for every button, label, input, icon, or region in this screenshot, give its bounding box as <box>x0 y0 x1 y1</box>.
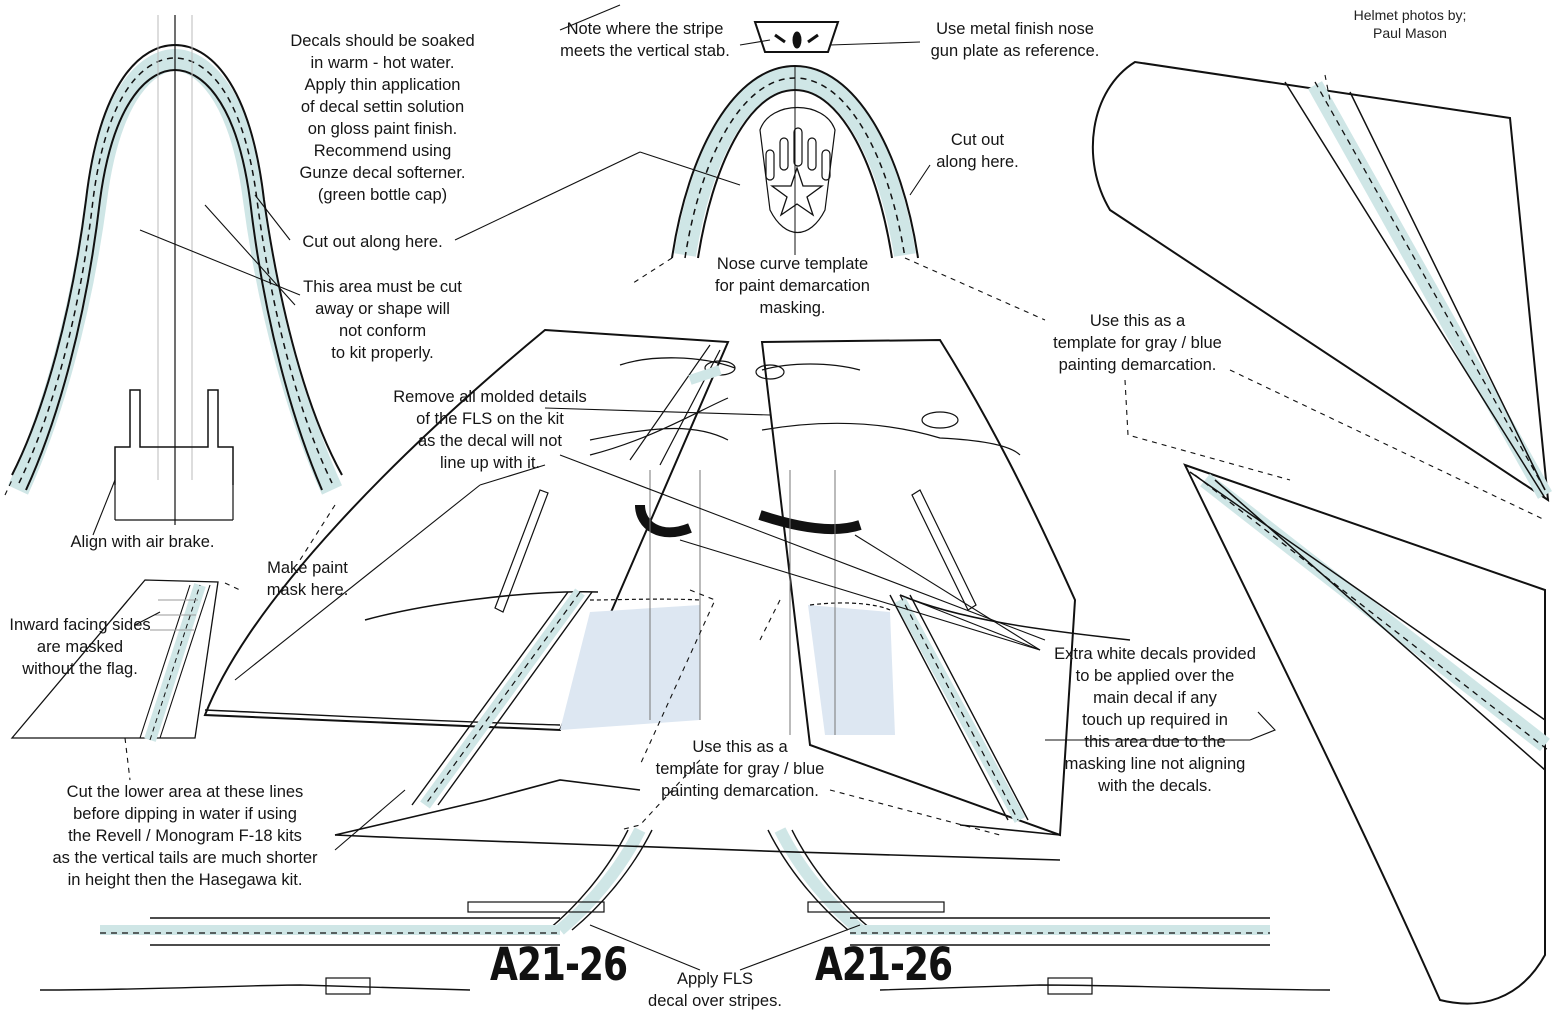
note-template-center: Use this as a template for gray / blue p… <box>655 738 825 800</box>
tail-root-stripes <box>39 827 1331 995</box>
serial-left: A21-26 <box>490 940 628 992</box>
serial-right: A21-26 <box>815 940 953 992</box>
note-cut-out-here: Cut out along here. <box>302 233 443 251</box>
inward-tail-template <box>10 579 219 742</box>
note-nose-curve: Nose curve template for paint demarcatio… <box>714 255 870 317</box>
right-vertical-tail <box>755 338 1131 837</box>
note-extra-white: Extra white decals provided to be applie… <box>1054 645 1256 795</box>
note-align-air-brake: Align with air brake. <box>70 533 215 551</box>
airbrake-stripe-template <box>7 15 343 525</box>
note-metal-finish: Use metal finish nose gun plate as refer… <box>930 20 1100 60</box>
nose-curve-template <box>671 21 919 259</box>
left-lower-stripe <box>411 588 593 809</box>
note-cut-out-right: Cut out along here. <box>936 131 1019 171</box>
note-paint-mask: Make paint mask here. <box>266 559 349 599</box>
left-vertical-tail <box>203 328 736 732</box>
lower-wing-outline <box>334 779 1061 861</box>
note-cut-lower-area: Cut the lower area at these lines before… <box>52 783 318 889</box>
note-area-cut-away: This area must be cut away or shape will… <box>303 278 462 362</box>
note-stripe-stab: Note where the stripe meets the vertical… <box>560 20 730 60</box>
note-remove-molded: Remove all molded details of the FLS on … <box>393 388 587 472</box>
dashed-guides <box>4 74 1546 836</box>
note-template-right: Use this as a template for gray / blue p… <box>1053 312 1222 374</box>
note-apply-fls: Apply FLS decal over stripes. <box>648 970 782 1010</box>
upper-right-tail-template <box>1091 60 1552 502</box>
photo-credit: Helmet photos by; Paul Mason <box>1353 7 1467 41</box>
note-inward-facing: Inward facing sides are masked without t… <box>9 616 151 678</box>
lower-right-tail-template <box>1183 463 1550 1005</box>
leader-lines <box>92 4 1276 971</box>
note-decals-soak: Decals should be soaked in warm - hot wa… <box>290 32 475 204</box>
